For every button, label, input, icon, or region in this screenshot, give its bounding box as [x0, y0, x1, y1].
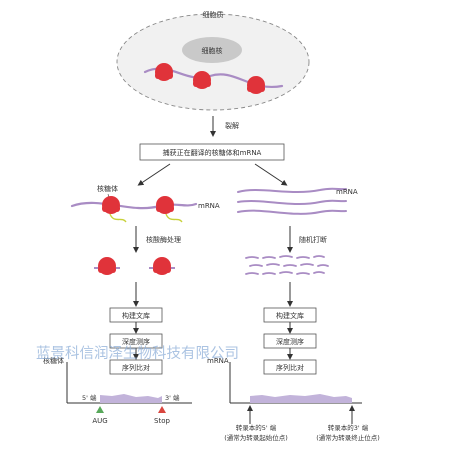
left-ribosome [156, 196, 174, 214]
tss-label-line2: (通常为转录起始位点) [224, 433, 288, 442]
tss-label-line1: 转录本的5' 端 [236, 423, 277, 432]
cytoplasm-label: 细胞质 [203, 10, 224, 19]
left-plot-ylabel: 核糖体 [43, 356, 64, 365]
start-codon-marker [96, 406, 104, 413]
left-box-alignment-label: 序列比对 [122, 363, 150, 372]
fragmentation-label: 随机打断 [299, 235, 327, 244]
right-box-alignment [263, 359, 317, 375]
protected-fragment [94, 257, 120, 275]
nucleus [182, 37, 242, 63]
right-mrna-strand [237, 187, 347, 193]
right-box-alignment-label: 序列比对 [276, 363, 304, 372]
left-mrna-label: mRNA [198, 202, 220, 210]
capture-box-label: 捕获正在翻译的核糖体和mRNA [163, 148, 262, 157]
left-plot-3-end: 3' 端 [165, 393, 180, 402]
left-ribosome [102, 196, 120, 214]
left-plot-coverage [100, 394, 162, 403]
nascent-peptide [165, 213, 183, 223]
nucleus-label: 细胞核 [202, 46, 223, 55]
mrna-fragments [245, 255, 329, 275]
right-plot-coverage [250, 394, 352, 403]
split-arrow-right [254, 163, 288, 186]
cell-ribosome [155, 63, 173, 81]
tes-label-line1: 转录本的3' 端 [328, 423, 369, 432]
right-box-library-label: 构建文库 [276, 311, 304, 320]
left-plot-5-end: 5' 端 [82, 393, 97, 402]
ribosome-label: 核糖体 [97, 184, 118, 193]
stop-codon-label: Stop [154, 417, 170, 425]
nuclease-label: 核酸酶处理 [146, 235, 181, 244]
left-box-library-label: 构建文库 [122, 311, 150, 320]
left-box-sequencing-label: 深度测序 [122, 337, 150, 346]
split-arrow-left [137, 163, 171, 186]
watermark: 蓝景科信润泽生物科技有限公司 [36, 345, 239, 362]
cell-ribosome [247, 76, 265, 94]
right-mrna-strand [237, 199, 347, 205]
protected-fragment [149, 257, 175, 275]
capture-box [139, 143, 285, 161]
lysis-label: 裂解 [225, 121, 239, 130]
cell-ribosome [193, 71, 211, 89]
right-plot-ylabel: mRNA [207, 357, 229, 365]
stop-codon-marker [158, 406, 166, 413]
nascent-peptide [109, 213, 127, 223]
left-mrna-strand [70, 201, 198, 210]
right-mrna-label: mRNA [336, 188, 358, 196]
right-box-sequencing-label: 深度测序 [276, 337, 304, 346]
tes-label-line2: (通常为转录终止位点) [316, 433, 380, 442]
right-mrna-strand [237, 209, 347, 215]
left-box-alignment [109, 359, 163, 375]
start-codon-label: AUG [92, 417, 107, 425]
